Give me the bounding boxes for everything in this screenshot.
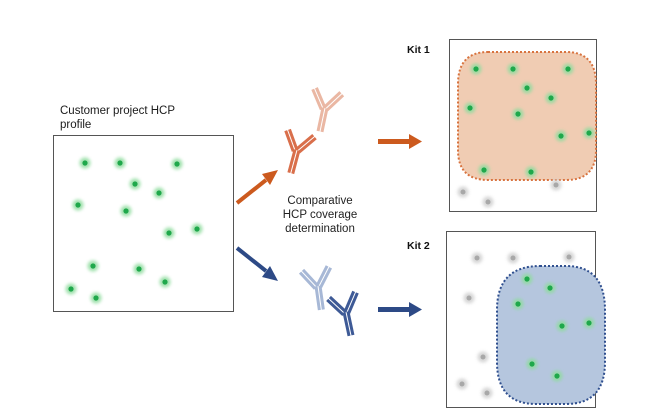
arrow-to-blue-antibody bbox=[235, 246, 278, 281]
antibody-orange bbox=[274, 126, 318, 178]
kit2-label: Kit 2 bbox=[407, 240, 430, 252]
kit1-coverage-region bbox=[457, 51, 597, 181]
center-line1: Comparative bbox=[287, 195, 353, 207]
center-line2: HCP coverage bbox=[282, 209, 358, 221]
customer-profile-title: Customer project HCP profile bbox=[60, 104, 175, 132]
customer-profile-title-line1: Customer project HCP bbox=[60, 105, 176, 117]
antibody-orange-light bbox=[303, 85, 345, 135]
arrow-to-kit1 bbox=[378, 134, 422, 149]
customer-profile-title-line2: profile bbox=[60, 119, 92, 131]
antibody-blue bbox=[325, 289, 367, 340]
center-line3: determination bbox=[285, 223, 355, 235]
kit2-coverage-region bbox=[496, 265, 606, 405]
kit1-label: Kit 1 bbox=[407, 44, 430, 56]
arrow-to-kit2 bbox=[378, 302, 422, 317]
arrow-to-orange-antibody bbox=[235, 170, 278, 205]
comparative-coverage-label: Comparative HCP coverage determination bbox=[266, 194, 374, 236]
